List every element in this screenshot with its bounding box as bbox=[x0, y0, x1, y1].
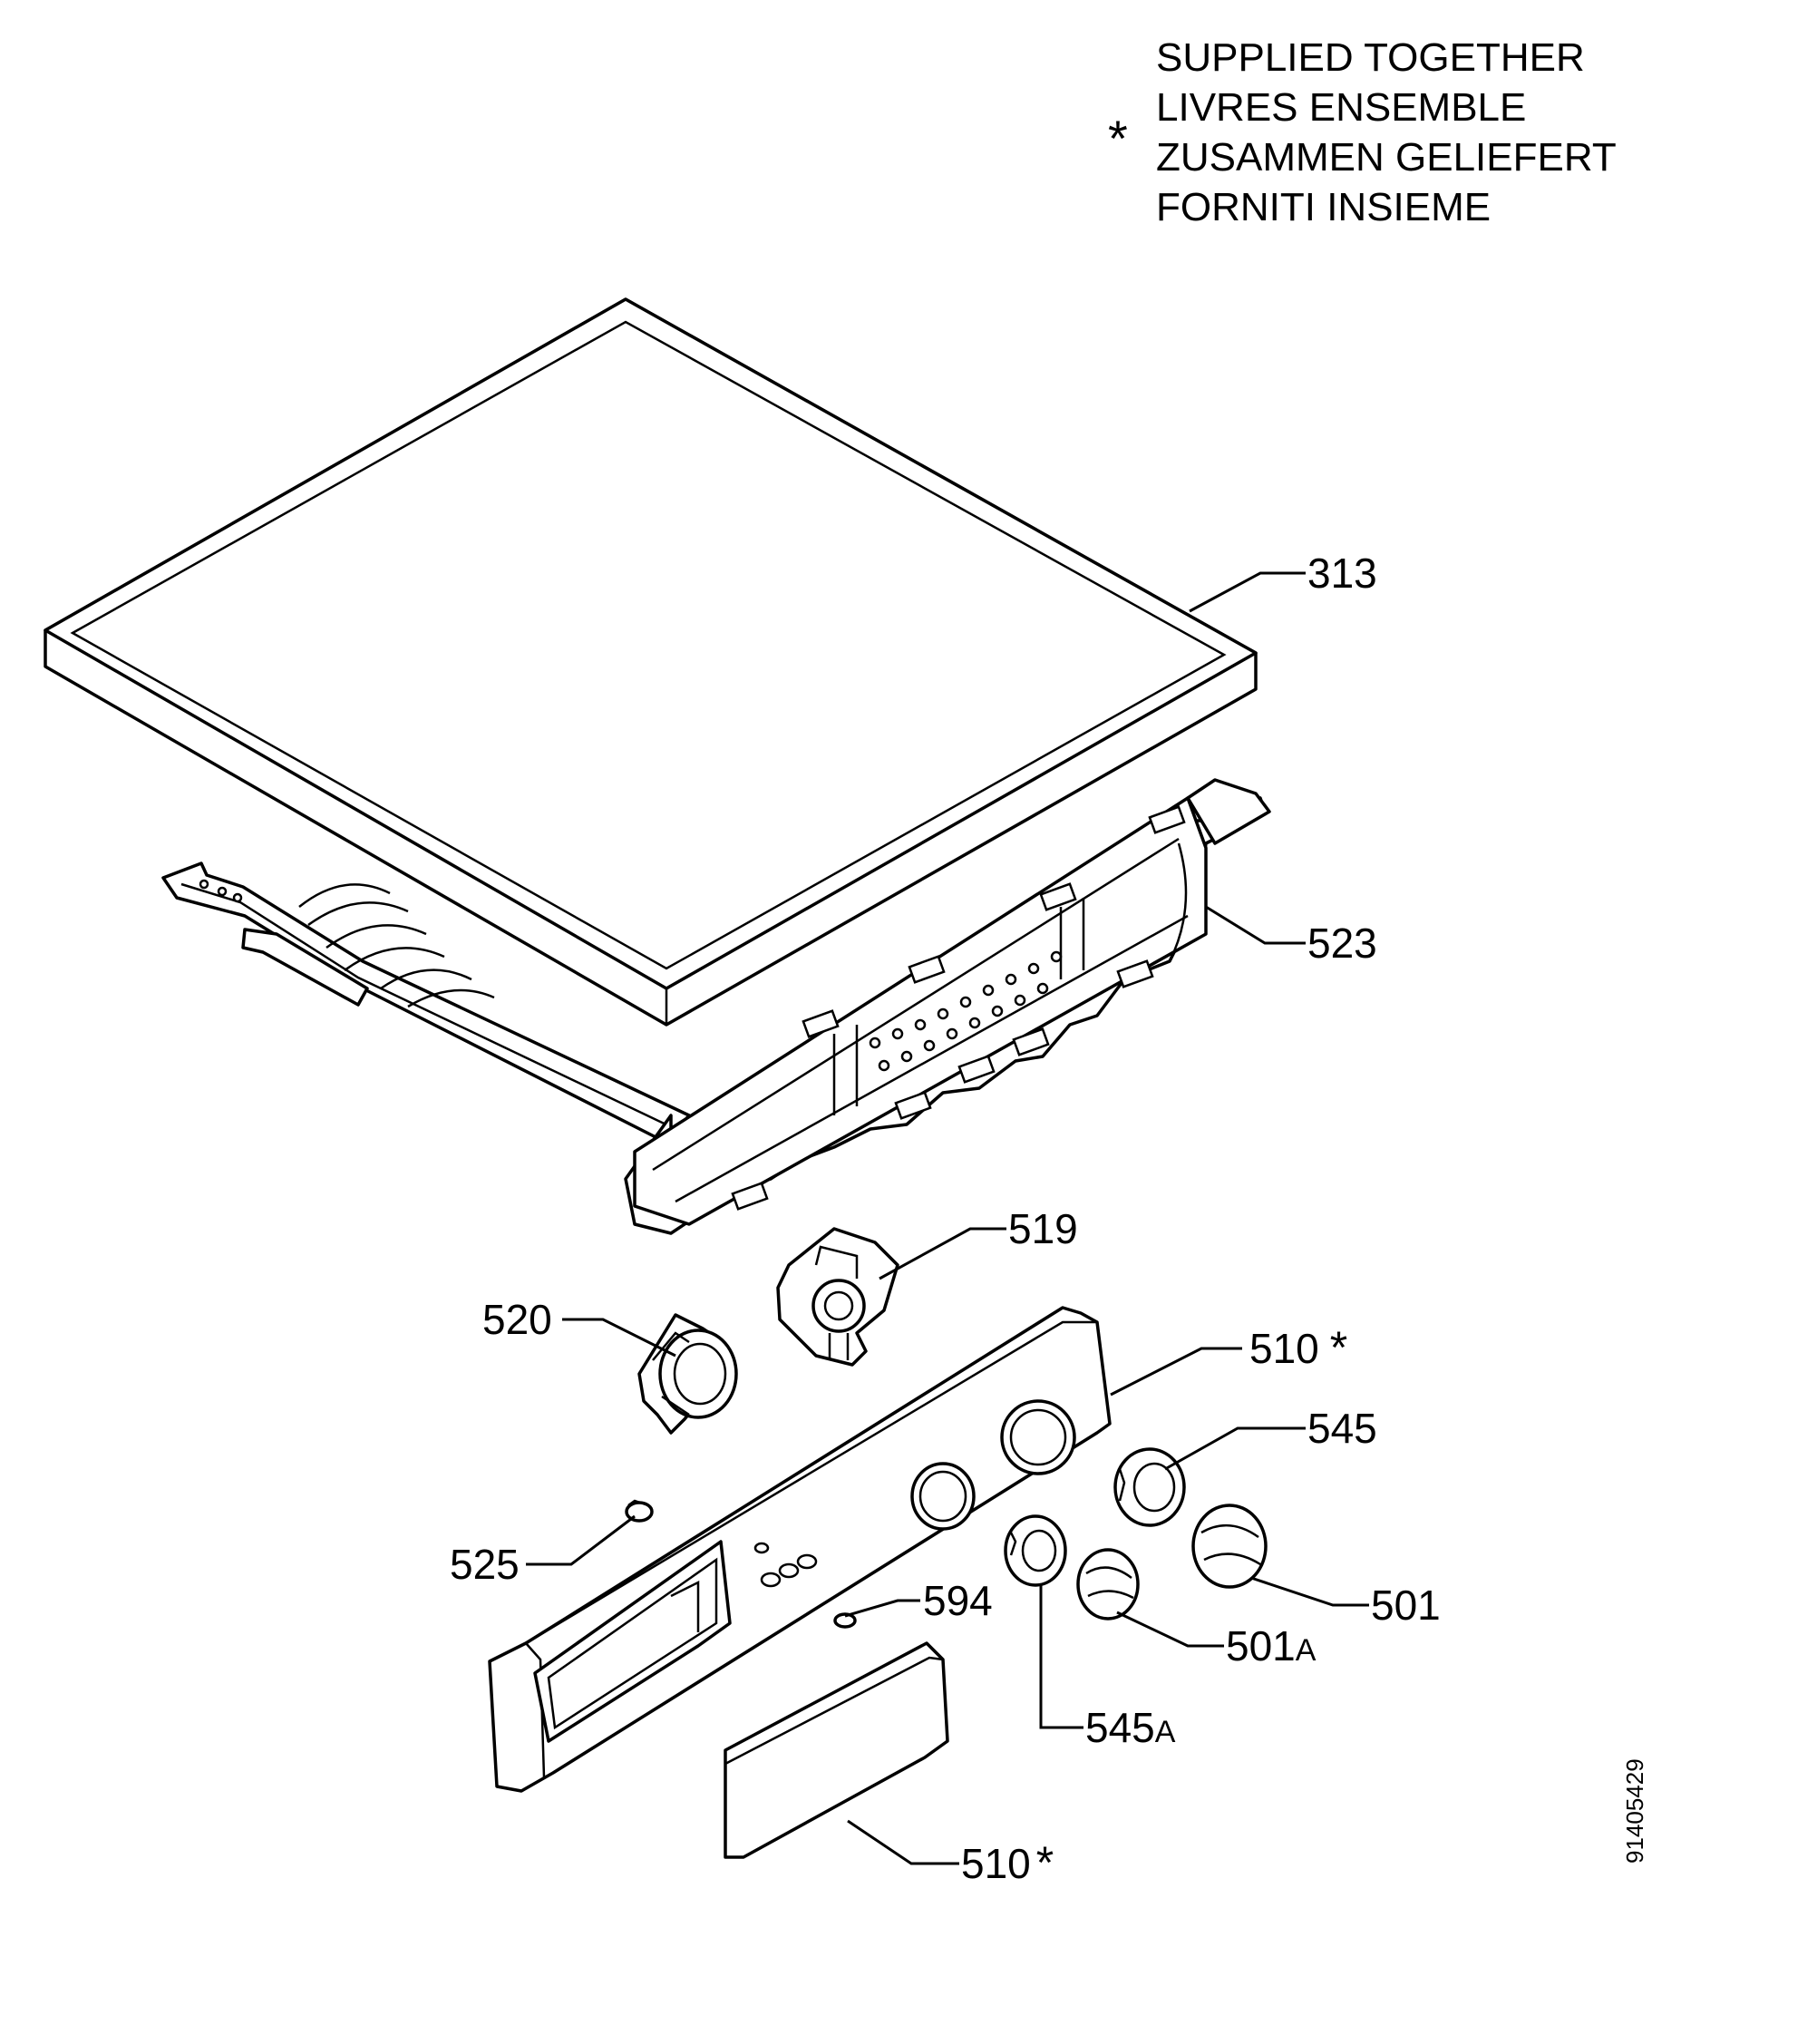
legend-line-2: LIVRES ENSEMBLE bbox=[1156, 85, 1526, 130]
part-594-light-pipe bbox=[833, 1612, 857, 1629]
part-519-switch-housing bbox=[776, 1227, 899, 1367]
part-313-top-lid bbox=[44, 297, 1258, 1027]
part-510-control-panel bbox=[488, 1306, 1112, 1793]
legend-asterisk: * bbox=[1108, 110, 1128, 167]
legend: * SUPPLIED TOGETHER LIVRES ENSEMBLE ZUSA… bbox=[1108, 35, 1617, 229]
part-501-knob bbox=[1191, 1504, 1268, 1589]
legend-line-4: FORNITI INSIEME bbox=[1156, 185, 1491, 229]
callout-501A: 501A bbox=[1226, 1622, 1317, 1669]
vent-holes bbox=[869, 950, 1063, 1072]
callout-525: 525 bbox=[450, 1541, 520, 1588]
part-545-potentiometer bbox=[1113, 1447, 1186, 1527]
drawing-code: 91405429 bbox=[1621, 1758, 1648, 1864]
callout-labels: 313 523 519 520 510* 545 525 501 594 501… bbox=[450, 550, 1441, 1888]
part-520-switch bbox=[637, 1313, 738, 1435]
leader-lines bbox=[526, 571, 1369, 1865]
callout-510-panel: 510* bbox=[1249, 1322, 1347, 1373]
legend-line-1: SUPPLIED TOGETHER bbox=[1156, 35, 1585, 80]
callout-501: 501 bbox=[1371, 1582, 1441, 1629]
part-523-top-frame bbox=[161, 778, 1271, 1235]
part-545A-potentiometer bbox=[1004, 1514, 1067, 1587]
callout-545: 545 bbox=[1307, 1405, 1377, 1452]
part-510-drawer-front bbox=[724, 1641, 949, 1859]
part-501A-knob bbox=[1076, 1548, 1140, 1621]
callout-545A: 545A bbox=[1085, 1704, 1176, 1751]
callout-313: 313 bbox=[1307, 550, 1377, 597]
legend-line-3: ZUSAMMEN GELIEFERT bbox=[1156, 135, 1617, 180]
callout-510-drawer: 510* bbox=[961, 1837, 1054, 1888]
callout-523: 523 bbox=[1307, 920, 1377, 967]
callout-519: 519 bbox=[1008, 1205, 1078, 1252]
part-525-lens bbox=[625, 1499, 654, 1523]
callout-594: 594 bbox=[923, 1577, 993, 1624]
callout-520: 520 bbox=[482, 1296, 552, 1343]
